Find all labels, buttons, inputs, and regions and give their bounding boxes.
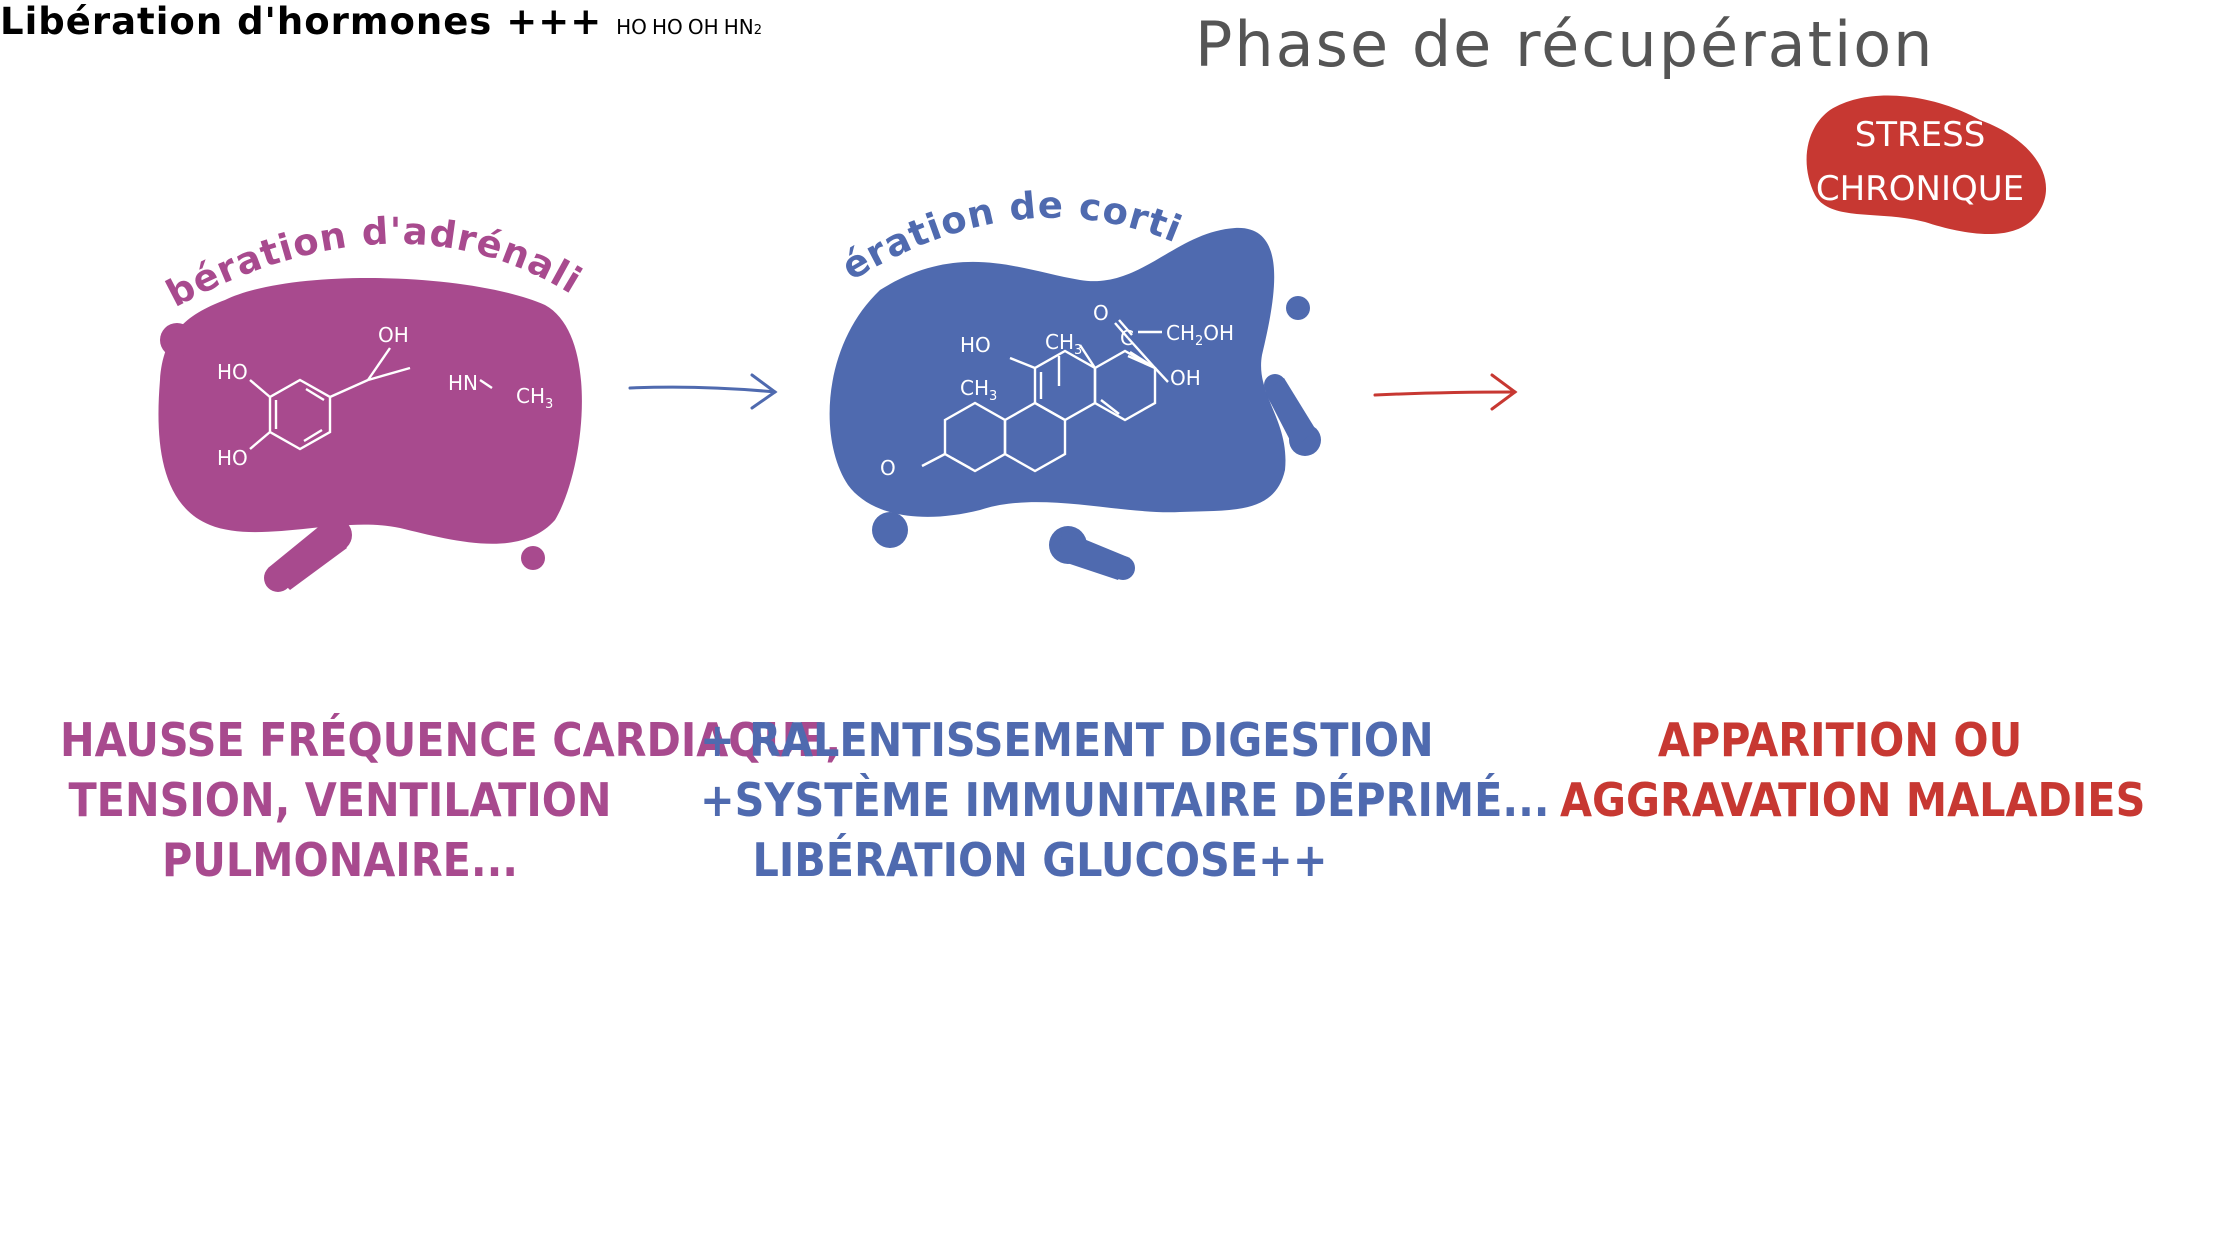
cortisol-droplet-chain <box>1049 526 1135 580</box>
arrow-cortisol-to-hormones <box>1373 373 1518 411</box>
dopamine-oh: OH <box>687 15 719 39</box>
description-line: aggravation maladies <box>1560 773 2146 827</box>
cortisol-ch2oh: CH2OH <box>1166 321 1234 349</box>
adrenaline-drop <box>521 546 545 570</box>
adrenaline-ho-bottom: HO <box>217 446 248 470</box>
cortisol-o-top: O <box>1093 301 1109 325</box>
dopamine-ho-bottom: HO <box>651 15 683 39</box>
stage-adrenaline: Libération d'adrénaline HO HO OH HN CH3 <box>0 0 589 592</box>
cortisol-oh: OH <box>1170 366 1201 390</box>
description-line: + Ralentissement digestion <box>700 713 1434 767</box>
description-line: +Système immunitaire déprimé... <box>700 773 1550 827</box>
description-line: Hausse fréquence cardiaque, <box>60 713 842 767</box>
description-line: pulmonaire... <box>161 833 519 887</box>
cortisol-description: + Ralentissement digestion +Système immu… <box>700 710 1550 890</box>
adrenaline-label: Libération d'adrénaline <box>0 0 589 316</box>
description-line: Apparition ou <box>1657 713 2023 767</box>
page-title: Phase de récupération <box>1195 8 1935 81</box>
adrenaline-oh: OH <box>378 323 409 347</box>
cortisol-drop <box>1286 296 1310 320</box>
adrenaline-droplet-chain <box>264 518 352 592</box>
adrenaline-hn: HN <box>448 371 478 395</box>
hormones-label: Libération d'hormones +++ <box>0 0 603 43</box>
adrenaline-blob <box>158 278 582 544</box>
cortisol-label: Libération de cortisol <box>0 0 1188 289</box>
chronic-stress-badge: Stress chronique <box>1815 108 2025 216</box>
chronic-blob: Libération d'hormones +++ HO HO OH HN2 P… <box>0 0 2145 887</box>
adrenaline-drop <box>160 323 194 357</box>
adrenaline-ho-top: HO <box>217 360 248 384</box>
dopamine-ho-top: HO <box>616 15 647 39</box>
arrow-adrenaline-to-cortisol <box>628 373 778 410</box>
chronic-badge-blob <box>1806 95 2047 235</box>
badge-line: chronique <box>1815 169 2025 209</box>
chronic-description: Apparition ou aggravation maladies <box>1560 710 2146 830</box>
description-line: Libération glucose++ <box>752 833 1328 887</box>
adrenaline-ch3: CH3 <box>516 384 553 412</box>
cortisol-droplet-chain <box>1264 374 1321 456</box>
adrenaline-molecule: HO HO OH HN CH3 <box>217 323 553 470</box>
cortisol-molecule: O C CH2OH OH HO CH3 CH3 O <box>880 301 1234 480</box>
chronic-drop: Libération d'hormones +++ HO HO OH HN2 P… <box>0 0 2145 887</box>
cortisol-blob <box>829 227 1286 517</box>
cortisol-o-ring: O <box>880 456 896 480</box>
dopamine-molecule: HO HO OH HN2 <box>616 15 762 39</box>
adrenaline-description: Hausse fréquence cardiaque, tension, ven… <box>60 710 842 890</box>
cortisol-c: C <box>1120 326 1134 350</box>
dopamine-hn2: HN2 <box>723 15 763 39</box>
cortisol-ch3-upper: CH3 <box>1045 330 1082 358</box>
badge-line: Stress <box>1854 115 1986 155</box>
stage-chronic <box>1806 95 2047 235</box>
cortisol-ho: HO <box>960 333 991 357</box>
description-line: tension, ventilation <box>68 773 612 827</box>
chronic-drop: Libération d'hormones +++ HO HO OH HN2 P… <box>0 0 2145 887</box>
cortisol-ch3-lower: CH3 <box>960 376 997 404</box>
cortisol-drop <box>872 512 908 548</box>
